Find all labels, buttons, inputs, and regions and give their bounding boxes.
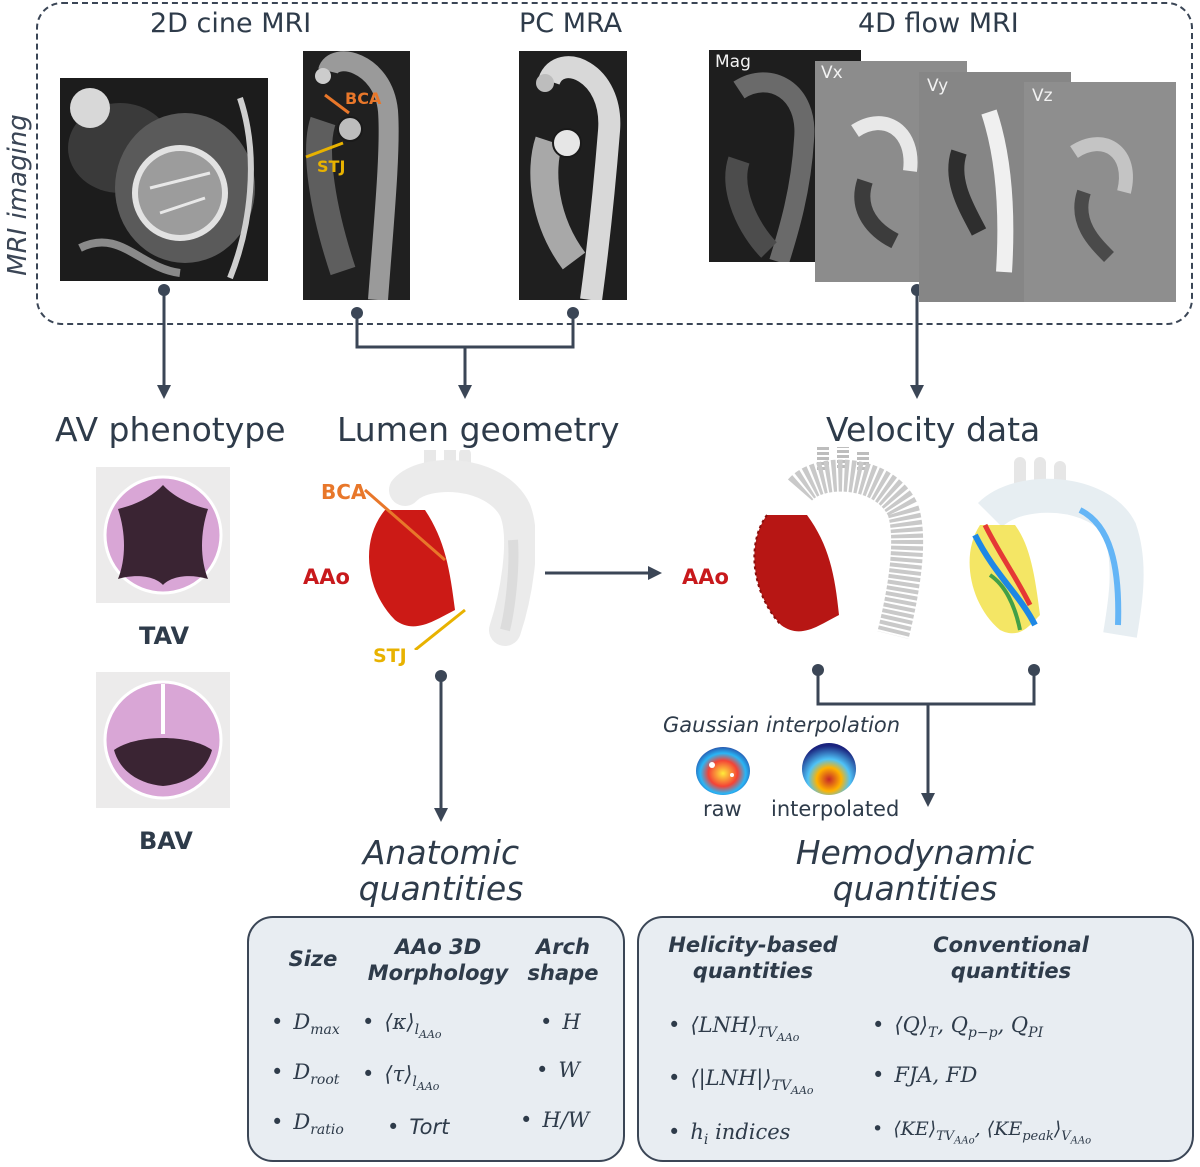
velocity-data-title: Velocity data [826,410,1041,449]
mri-imaging-label: MRI imaging [3,114,33,276]
connector-dot [158,284,170,296]
lnh-item: •⟨LNH⟩TVAAo [668,1013,800,1044]
tav-valve-image [96,467,230,603]
abs-lnh-item: •⟨|LNH|⟩TVAAo [668,1066,814,1097]
flow-vz-panel: Vz [1024,82,1176,302]
cine-bca-tag: BCA [345,89,382,108]
tort-item: •Tort [387,1115,450,1139]
hw-item: •H/W [520,1108,590,1132]
cine-stj-tag: STJ [317,157,346,176]
lumen-stj-tag: STJ [373,645,407,667]
gaussian-interpolation-label: Gaussian interpolation [663,713,901,737]
bracket-velocity [816,670,1036,706]
flow-vz-label: Vz [1032,86,1053,106]
lumen-aao-tag: AAo [303,565,350,589]
lumen-geometry-title: Lumen geometry [337,410,620,449]
kappa-item: •⟨κ⟩lAAo [362,1010,442,1041]
interpolated-heatmap [800,742,858,797]
hemodynamic-quantities-box [637,916,1194,1162]
tau-item: •⟨τ⟩lAAo [362,1062,440,1093]
connector-dot [351,307,363,319]
lumen-aorta-model [355,450,535,650]
flow-vy-label: Vy [927,76,949,96]
hi-indices-item: •hi indices [668,1120,791,1149]
cine-sagittal-image: BCA STJ [303,51,410,300]
tav-label: TAV [139,622,190,650]
bav-valve-image [96,672,230,808]
dratio-item: •Dratio [271,1110,344,1139]
droot-item: •Droot [271,1060,340,1089]
av-phenotype-title: AV phenotype [55,410,286,449]
raw-heatmap [694,745,752,797]
connector-dot [435,670,447,682]
fja-fd-item: •FJA, FD [872,1063,978,1087]
voxel-aorta-model [745,445,925,645]
connector-dot [812,664,824,676]
flow-rate-item: •⟨Q⟩T, Qp−p, QPI [872,1013,1044,1042]
interpolated-label: interpolated [771,797,900,821]
cine-mri-title: 2D cine MRI [150,8,312,39]
pc-mra-image [519,51,627,300]
anatomic-quantities-box [247,916,625,1162]
flow-mri-title: 4D flow MRI [858,8,1019,39]
col-size-header: Size [288,947,338,971]
dmax-item: •Dmax [271,1010,340,1039]
streamline-aorta-model [960,455,1150,645]
bav-label: BAV [139,827,193,855]
mri-imaging-box [36,2,1193,325]
raw-label: raw [703,797,742,821]
flow-mag-label: Mag [715,52,751,72]
lumen-bca-tag: BCA [321,480,367,504]
cine-short-axis-image [60,78,268,281]
connector-dot [1028,664,1040,676]
w-item: •W [536,1058,580,1082]
flow-vx-label: Vx [821,63,843,83]
connector-dot [567,307,579,319]
pc-mra-title: PC MRA [519,8,623,39]
velocity-aao-tag: AAo [682,565,729,589]
h-item: •H [540,1010,581,1034]
ke-item: •⟨KE⟩TVAAo, ⟨KEpeak⟩VAAo [872,1118,1092,1147]
